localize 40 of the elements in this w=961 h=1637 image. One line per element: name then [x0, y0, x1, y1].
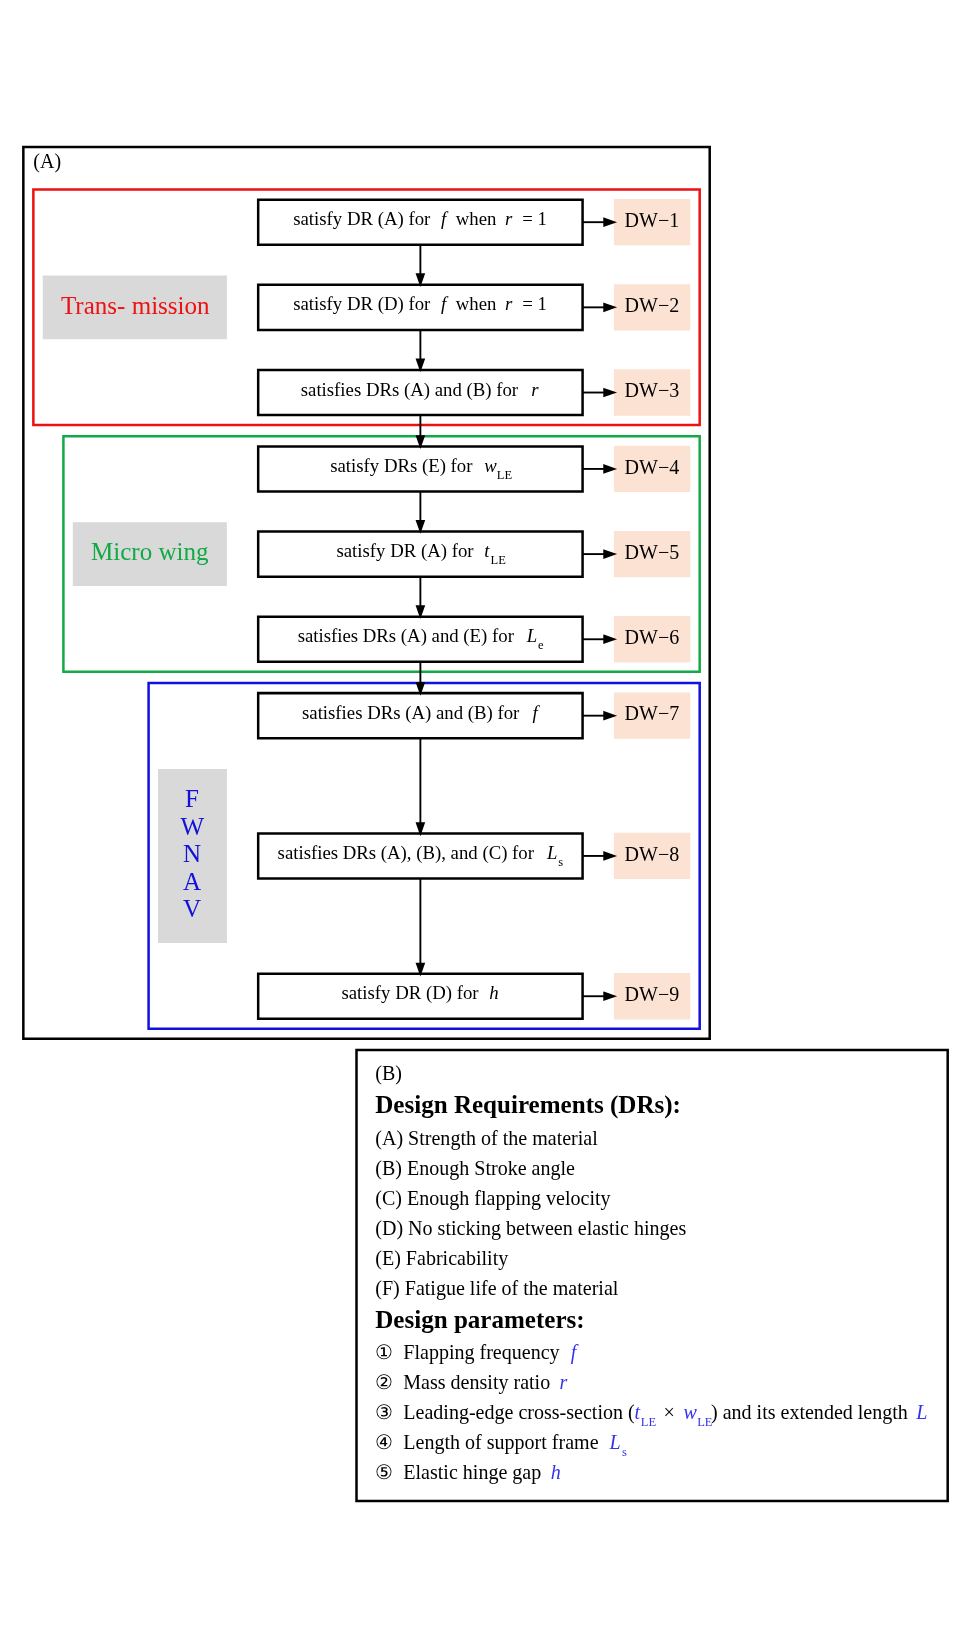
- node-box: DW−4: [613, 445, 691, 492]
- node-box: Trans- mission: [42, 274, 227, 339]
- node-box: DW−9: [613, 972, 691, 1019]
- arrow: [415, 490, 426, 534]
- node-box: DW−7: [613, 692, 691, 739]
- node-box: DW−2: [613, 283, 691, 331]
- arrow: [415, 660, 426, 696]
- node-box: DW−3: [613, 368, 691, 416]
- node-box: satisfy DR (D) for h: [256, 971, 584, 1020]
- node-box: DW−1: [613, 198, 691, 245]
- node-box: DW−6: [613, 615, 691, 662]
- arrow: [581, 990, 618, 1001]
- node-box: satisfies DRs (A) and (E) for L$_{e}$: [256, 614, 584, 663]
- node-box: DW−8: [613, 832, 691, 879]
- arrow: [581, 850, 618, 861]
- node-box: F W N A V: [158, 768, 227, 943]
- arrow: [581, 302, 618, 312]
- node-box: satisfies DRs (A) and (B) for f: [256, 691, 584, 739]
- node-box: satisfy DR (A) for t$_{LE}$: [256, 529, 584, 578]
- arrow: [581, 463, 618, 474]
- arrow: [415, 575, 426, 619]
- node-box: satisfies DRs (A), (B), and (C) for L$_{s}$: [256, 831, 584, 880]
- node-box: satisfies DRs (A) and (B) for r: [256, 368, 584, 416]
- arrow: [415, 243, 426, 287]
- arrow: [415, 413, 426, 449]
- node-box: satisfy DR (A) for f when r = 1: [256, 197, 584, 246]
- arrow: [581, 387, 618, 397]
- node-box: satisfy DRs (E) for w$_{LE}$: [256, 444, 584, 493]
- cluster: [32, 187, 701, 426]
- node-box: satisfy DR (D) for f when r = 1: [256, 283, 584, 331]
- arrow: [581, 216, 618, 227]
- arrow: [415, 877, 426, 976]
- node-box: DW−5: [613, 530, 691, 577]
- node-box: Micro wing: [72, 521, 227, 586]
- arrow: [581, 633, 618, 644]
- arrow: [415, 328, 426, 372]
- arrow: [581, 710, 618, 720]
- node-box: (B) Design Requirements (DRs): (A) Strength of the material (B) Enough Stroke angle (C) Enough flapping velocity (D) No sticking between elastic hinges (E) Fabricability (F) Fatigue life of the material Design parameters: ① Flapping frequency f ② Mass density ratio r ③ Leading-edge cross-section (t$_{LE}$ × w$_{LE}$) and its extended length L ④ Length of support frame L$_{s}$ ⑤ Elastic hinge gap h: [355, 1048, 949, 1502]
- arrow: [581, 548, 618, 559]
- arrow: [415, 737, 426, 836]
